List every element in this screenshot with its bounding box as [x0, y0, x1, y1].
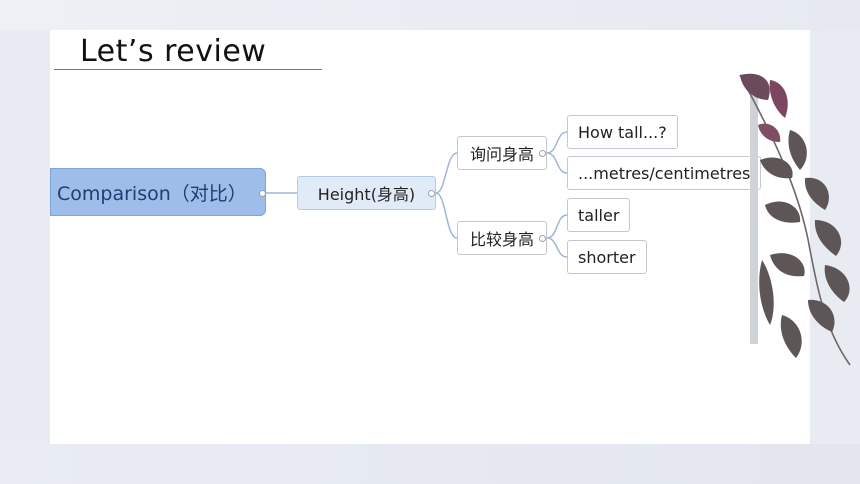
connector-height-branch-1 — [435, 152, 458, 194]
mindmap-leaf-node[interactable]: shorter — [567, 240, 647, 274]
collapse-dot-icon[interactable] — [539, 150, 546, 157]
mindmap-leaf-node[interactable]: ...metres/centimetres — [567, 156, 762, 190]
branch-node-label: 比较身高 — [469, 230, 534, 249]
leaf-node-label: How tall...? — [578, 122, 667, 142]
branch-node-label: 询问身高 — [469, 145, 534, 164]
slide-title: Let’s review — [80, 34, 267, 69]
mindmap-branch-node-compare-height[interactable]: 比较身高 — [457, 221, 547, 255]
leaf-node-label: taller — [578, 205, 620, 225]
vertical-scrollbar[interactable] — [750, 94, 758, 344]
slide-card — [50, 30, 810, 444]
title-underline — [54, 69, 322, 70]
connector-height-branch-2 — [435, 192, 458, 239]
connector-branch-2-leaf-1 — [546, 214, 568, 239]
mindmap-root-node[interactable]: Comparison（对比） — [50, 168, 266, 216]
connector-branch-2-leaf-2 — [546, 237, 568, 258]
background-bottom-band — [0, 444, 860, 484]
height-node-label: Height(身高) — [317, 185, 416, 204]
collapse-dot-icon[interactable] — [539, 235, 546, 242]
mindmap-leaf-node[interactable]: taller — [567, 198, 631, 232]
mindmap-branch-node-ask-height[interactable]: 询问身高 — [457, 136, 547, 170]
mindmap-height-node[interactable]: Height(身高) — [297, 176, 436, 210]
leaf-node-label: ...metres/centimetres — [578, 163, 751, 183]
collapse-dot-icon[interactable] — [428, 190, 435, 197]
root-node-label: Comparison（对比） — [57, 182, 247, 205]
leaf-node-label: shorter — [578, 247, 636, 267]
background-top-band — [0, 0, 860, 30]
collapse-dot-icon[interactable] — [259, 190, 266, 197]
mindmap-leaf-node[interactable]: How tall...? — [567, 115, 678, 149]
connector-branch-1-leaf-1 — [546, 131, 568, 154]
leaf-branch-icon — [739, 73, 851, 366]
connector-branch-1-leaf-2 — [546, 152, 568, 174]
